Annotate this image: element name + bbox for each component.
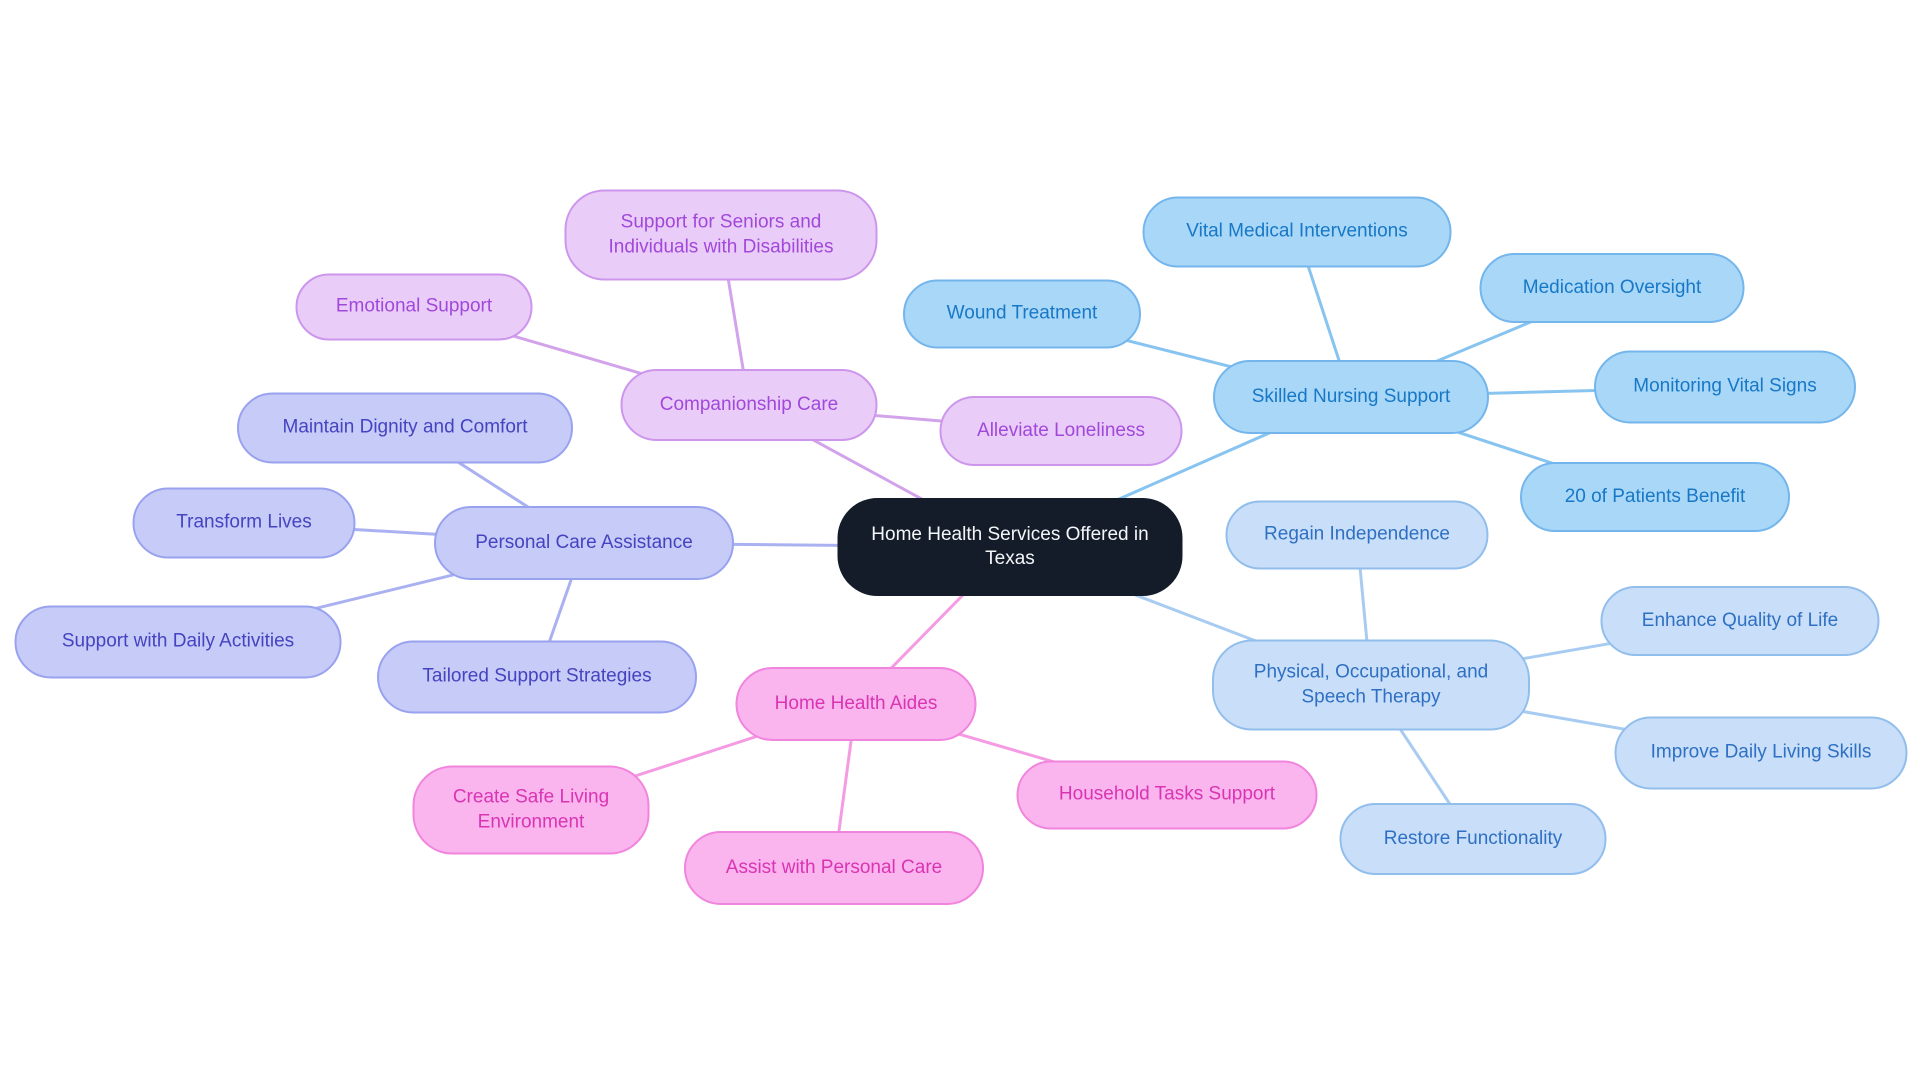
node-restore-functionality[interactable]: Restore Functionality <box>1339 803 1607 875</box>
node-label: Vital Medical Interventions <box>1186 220 1408 242</box>
node-support-seniors[interactable]: Support for Seniors and Individuals with… <box>564 189 878 281</box>
node-home-health-aides[interactable]: Home Health Aides <box>735 667 977 741</box>
node-label: Emotional Support <box>335 295 493 317</box>
node-emotional-support[interactable]: Emotional Support <box>295 273 533 341</box>
node-label: Monitoring Vital Signs <box>1633 375 1817 397</box>
node-assist-personal[interactable]: Assist with Personal Care <box>684 831 984 905</box>
node-label: Personal Care Assistance <box>475 531 693 553</box>
node-label: Maintain Dignity and Comfort <box>282 416 528 438</box>
node-label: Home Health Aides <box>774 692 938 714</box>
node-label: Medication Oversight <box>1522 276 1702 298</box>
node-label: Wound Treatment <box>946 302 1098 324</box>
node-tailored-support[interactable]: Tailored Support Strategies <box>377 640 697 714</box>
node-medication-oversight[interactable]: Medication Oversight <box>1479 253 1745 323</box>
node-wound-treatment[interactable]: Wound Treatment <box>903 279 1141 349</box>
node-physical-therapy[interactable]: Physical, Occupational, and Speech Thera… <box>1212 639 1530 731</box>
node-maintain-dignity[interactable]: Maintain Dignity and Comfort <box>237 392 573 464</box>
node-companionship-care[interactable]: Companionship Care <box>620 369 878 441</box>
node-label: Skilled Nursing Support <box>1251 385 1451 407</box>
node-label: Physical, Occupational, and Speech Thera… <box>1253 661 1489 707</box>
node-label: Home Health Services Offered in Texas <box>871 523 1149 569</box>
node-label: Support for Seniors and Individuals with… <box>608 211 834 257</box>
node-support-daily[interactable]: Support with Daily Activities <box>14 605 342 679</box>
node-label: Regain Independence <box>1264 523 1450 545</box>
node-label: Tailored Support Strategies <box>422 665 652 687</box>
node-improve-daily[interactable]: Improve Daily Living Skills <box>1614 716 1908 790</box>
node-label: Improve Daily Living Skills <box>1650 741 1872 763</box>
node-label: Companionship Care <box>659 393 839 415</box>
node-label: Enhance Quality of Life <box>1641 609 1839 631</box>
node-personal-care[interactable]: Personal Care Assistance <box>434 506 734 580</box>
node-label: Transform Lives <box>176 511 312 533</box>
node-skilled-nursing[interactable]: Skilled Nursing Support <box>1213 360 1489 434</box>
node-transform-lives[interactable]: Transform Lives <box>132 487 356 559</box>
node-alleviate-loneliness[interactable]: Alleviate Loneliness <box>939 396 1183 466</box>
node-label: Alleviate Loneliness <box>977 419 1145 441</box>
node-label: Restore Functionality <box>1383 827 1563 849</box>
node-patients-benefit[interactable]: 20 of Patients Benefit <box>1520 462 1790 532</box>
node-household-tasks[interactable]: Household Tasks Support <box>1016 760 1318 830</box>
node-label: 20 of Patients Benefit <box>1564 485 1746 507</box>
node-label: Support with Daily Activities <box>61 630 295 652</box>
node-regain-independence[interactable]: Regain Independence <box>1225 500 1489 570</box>
node-enhance-quality[interactable]: Enhance Quality of Life <box>1600 586 1880 656</box>
node-label: Create Safe Living Environment <box>452 786 610 832</box>
node-label: Assist with Personal Care <box>725 856 943 878</box>
node-monitoring-vitals[interactable]: Monitoring Vital Signs <box>1594 350 1856 424</box>
node-vital-medical[interactable]: Vital Medical Interventions <box>1142 196 1452 268</box>
node-label: Household Tasks Support <box>1058 783 1276 805</box>
node-center[interactable]: Home Health Services Offered in Texas <box>837 498 1183 596</box>
node-create-safe[interactable]: Create Safe Living Environment <box>412 765 650 855</box>
